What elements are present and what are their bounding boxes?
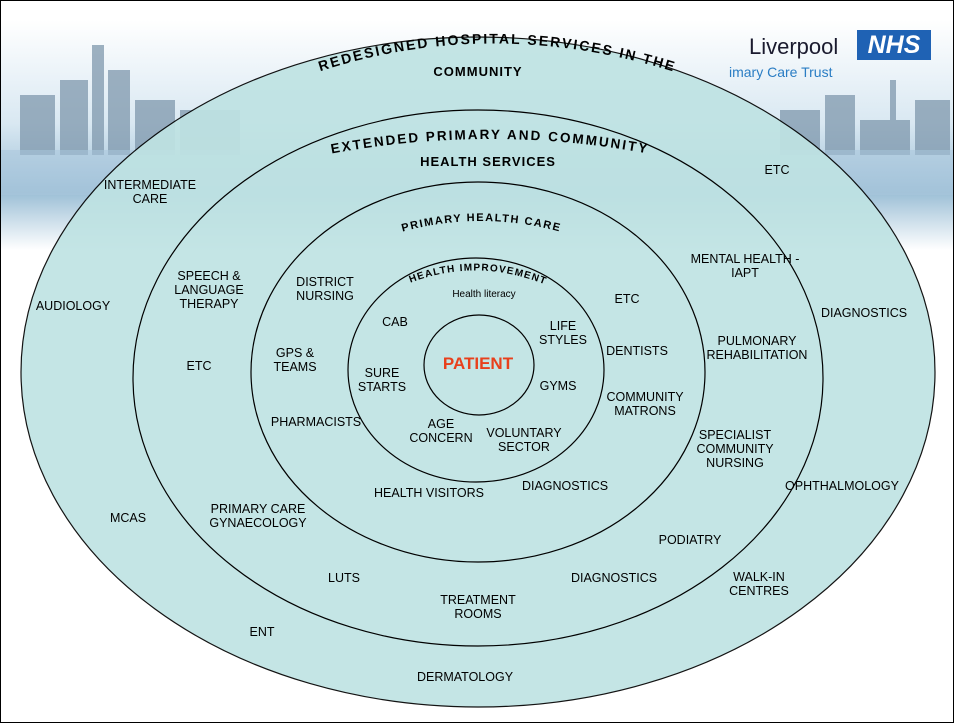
label-speech-language-therapy: SPEECH & LANGUAGE THERAPY <box>174 269 244 311</box>
label-community-matrons: COMMUNITY MATRONS <box>606 390 684 418</box>
ring-hospital-services <box>20 36 936 708</box>
label-podiatry: PODIATRY <box>658 533 722 547</box>
label-health-visitors: HEALTH VISITORS <box>374 486 484 500</box>
nhs-logo-badge: NHS <box>857 30 931 60</box>
label-dermatology: DERMATOLOGY <box>416 670 514 684</box>
label-primary-care-gynaecology: PRIMARY CARE GYNAECOLOGY <box>209 502 307 530</box>
label-specialist-community-nursing: SPECIALIST COMMUNITY NURSING <box>696 428 774 470</box>
logo-subtitle: imary Care Trust <box>729 64 833 80</box>
label-diagnostics-primary: DIAGNOSTICS <box>521 479 609 493</box>
ring-title-extended-line2: HEALTH SERVICES <box>420 154 556 169</box>
label-diagnostics-extended: DIAGNOSTICS <box>570 571 658 585</box>
ring-extended-primary <box>132 109 824 647</box>
ring-health-improvement <box>347 257 605 483</box>
label-walk-in-centres: WALK-IN CENTRES <box>729 570 789 598</box>
label-luts: LUTS <box>328 571 360 585</box>
label-intermediate-care: INTERMEDIATE CARE <box>103 178 197 206</box>
ring-patient <box>423 314 535 416</box>
label-audiology: AUDIOLOGY <box>35 299 111 313</box>
label-voluntary-sector: VOLUNTARY SECTOR <box>486 426 562 454</box>
label-mcas: MCAS <box>109 511 147 525</box>
ring-title-outer-line2: COMMUNITY <box>433 64 522 79</box>
logo-wordmark: Liverpool <box>749 34 839 59</box>
label-etc-primary: ETC <box>614 292 640 306</box>
label-diagnostics-outer: DIAGNOSTICS <box>820 306 908 320</box>
label-health-literacy: Health literacy <box>452 289 516 300</box>
label-pharmacists: PHARMACISTS <box>270 415 362 429</box>
label-ent: ENT <box>249 625 275 639</box>
label-gps-teams: GPS & TEAMS <box>273 346 317 374</box>
label-pulmonary-rehabilitation: PULMONARY REHABILITATION <box>706 334 808 362</box>
label-etc-outer: ETC <box>764 163 790 177</box>
label-dentists: DENTISTS <box>606 344 668 358</box>
label-sure-starts: SURE STARTS <box>357 366 407 394</box>
label-etc-extended: ETC <box>186 359 212 373</box>
label-age-concern: AGE CONCERN <box>409 417 473 445</box>
label-ophthalmology: OPHTHALMOLOGY <box>785 479 899 493</box>
label-cab: CAB <box>382 315 408 329</box>
patient-label: PATIENT <box>442 354 514 373</box>
label-treatment-rooms: TREATMENT ROOMS <box>440 593 516 621</box>
label-gyms: GYMS <box>539 379 577 393</box>
label-mental-health-iapt: MENTAL HEALTH - IAPT <box>690 252 800 280</box>
ring-primary-health-care <box>250 181 706 563</box>
label-life-styles: LIFE STYLES <box>539 319 587 347</box>
label-district-nursing: DISTRICT NURSING <box>296 275 354 303</box>
